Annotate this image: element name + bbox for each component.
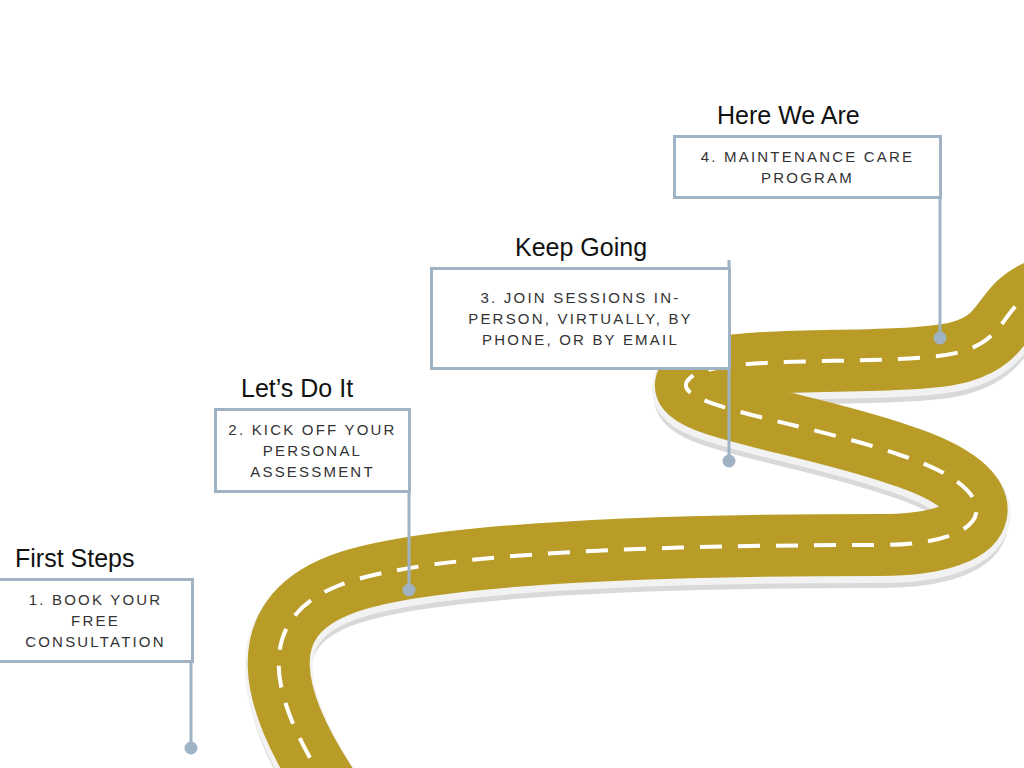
milestone-step: 2. KICK OFF YOUR PERSONAL ASSESSMENT: [217, 413, 408, 488]
milestone-heading: Keep Going: [515, 232, 647, 262]
milestone-dot: [723, 455, 736, 468]
milestone-dot: [403, 584, 416, 597]
milestone-heading: Let’s Do It: [241, 373, 353, 403]
milestone-box: Here We Are4. MAINTENANCE CARE PROGRAM: [673, 135, 942, 199]
milestone-dot: [185, 742, 198, 755]
milestone-step: 1. BOOK YOUR FREE CONSULTATION: [0, 583, 191, 658]
milestone-box: First Steps1. BOOK YOUR FREE CONSULTATIO…: [0, 578, 194, 663]
milestone-step: 3. JOIN SESSIONS IN-PERSON, VIRTUALLY, B…: [433, 281, 728, 356]
milestone-heading: Here We Are: [717, 100, 860, 130]
leader-lines: [191, 145, 940, 742]
milestone-box: Let’s Do It2. KICK OFF YOUR PERSONAL ASS…: [214, 408, 411, 493]
milestone-box: Keep Going3. JOIN SESSIONS IN-PERSON, VI…: [430, 267, 731, 370]
milestone-dots: [185, 332, 947, 755]
milestone-heading: First Steps: [15, 543, 134, 573]
milestone-dot: [934, 332, 947, 345]
milestone-step: 4. MAINTENANCE CARE PROGRAM: [676, 140, 939, 194]
